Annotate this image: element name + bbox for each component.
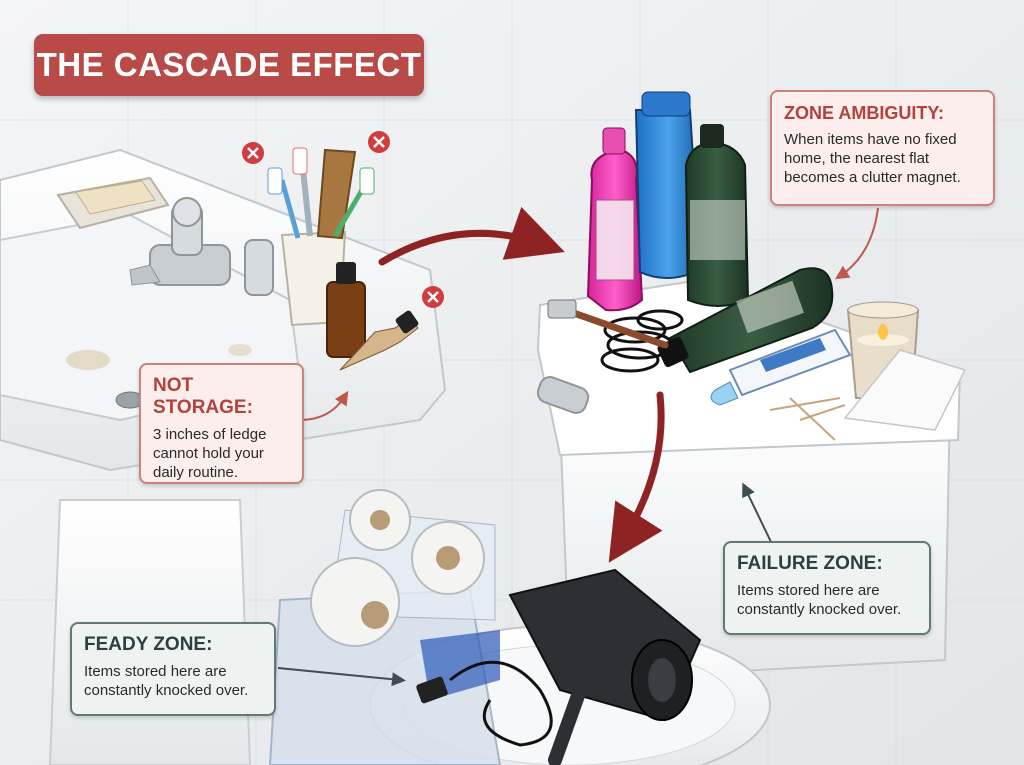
callout-not-storage: NOT STORAGE: 3 inches of ledge cannot ho… [139, 363, 304, 484]
faucet [129, 197, 274, 296]
cascade-arrow [378, 206, 565, 266]
pink-bottle [586, 127, 644, 312]
callout-pointer [742, 482, 773, 545]
callout-failure-zone: FAILURE ZONE: Items stored here are cons… [723, 541, 931, 635]
callout-feady-zone: FEADY ZONE: Items stored here are consta… [70, 622, 276, 716]
callout-body: Items stored here are constantly knocked… [84, 663, 249, 699]
blue-bottle [634, 91, 702, 280]
cotton-swabs [769, 397, 846, 441]
soap-dish [56, 176, 170, 230]
hair-dryer [416, 568, 702, 765]
callout-body: When items have no fixed home, the neare… [784, 131, 961, 186]
dropper-bottle [326, 262, 419, 371]
callout-pointer [834, 207, 879, 280]
callout-heading: FAILURE ZONE: [737, 553, 883, 574]
receipt [843, 349, 967, 431]
hair-ties [600, 309, 684, 373]
x-marker-icon [242, 142, 264, 164]
fallen-bottle [657, 267, 834, 374]
x-marker-icon [368, 131, 390, 153]
callout-pointer [277, 667, 406, 687]
x-marker-icon [422, 286, 444, 308]
callout-heading: ZONE AMBIGUITY: [784, 103, 944, 123]
page-title: THE CASCADE EFFECT [34, 34, 424, 96]
toothpaste-tube [710, 328, 852, 406]
callout-heading: FEADY ZONE: [84, 634, 213, 655]
razor [547, 299, 669, 349]
callout-body: Items stored here are constantly knocked… [737, 582, 902, 618]
callout-zone-ambiguity: ZONE AMBIGUITY: When items have no fixed… [770, 90, 995, 206]
callout-heading: NOT STORAGE: [153, 375, 253, 418]
cascade-arrow [608, 391, 665, 563]
callout-body: 3 inches of ledge cannot hold your daily… [153, 426, 267, 481]
callout-pointer [299, 390, 349, 421]
green-bottle [684, 124, 750, 307]
